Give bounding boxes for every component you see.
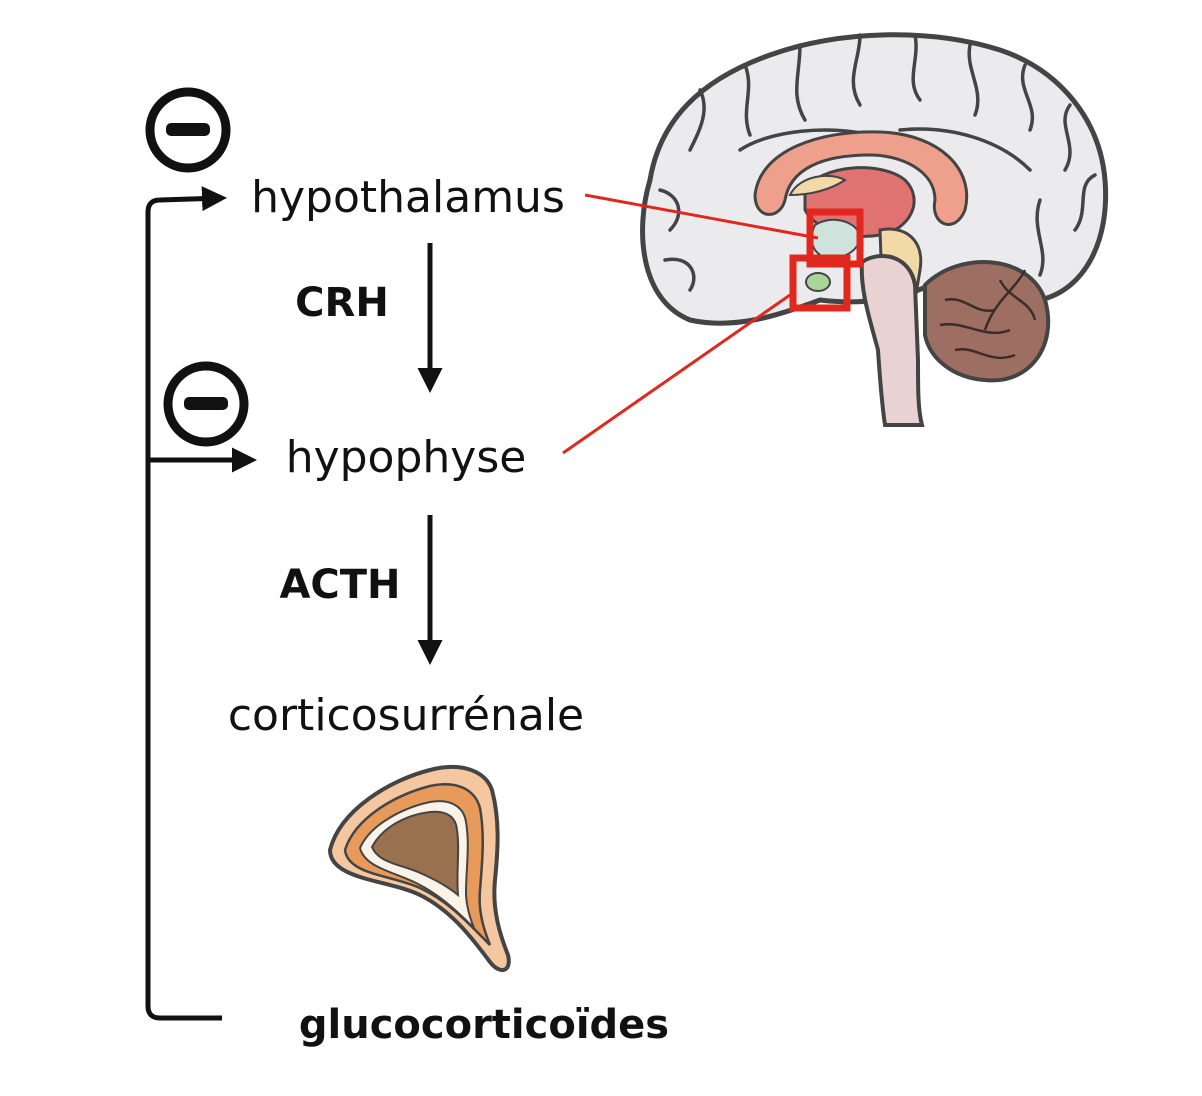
inhibition-minus-icon — [145, 87, 231, 173]
feedback-loop-line — [145, 186, 227, 1021]
hypophyse-highlight-box — [789, 254, 851, 312]
adrenal-gland-illustration — [328, 764, 511, 972]
glucocorticoides-label: glucocorticoïdes — [299, 1002, 669, 1048]
acth-label: ACTH — [279, 562, 400, 608]
inhibition-minus-icon — [163, 361, 249, 447]
hypophyse-pointer-line — [562, 293, 791, 455]
crh-label: CRH — [295, 280, 389, 326]
corticosurrenale-label: corticosurrénale — [228, 690, 584, 741]
hypothalamus-label: hypothalamus — [251, 172, 565, 223]
brain-illustration — [640, 32, 1109, 427]
hypothalamus-pointer-line — [584, 193, 819, 240]
hypophyse-label: hypophyse — [286, 432, 527, 483]
